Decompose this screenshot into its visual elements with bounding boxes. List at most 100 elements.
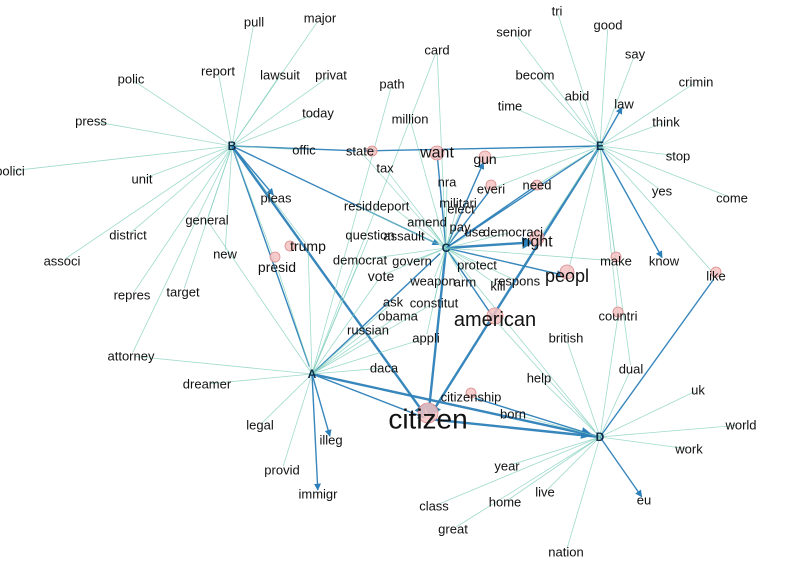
edge-A-provid: [282, 373, 313, 467]
edge-A-presid: [277, 270, 313, 375]
word-label-great: great: [438, 522, 468, 537]
edge-C-militari: [445, 206, 458, 249]
word-label-major: major: [304, 11, 337, 26]
word-label-russian: russian: [347, 323, 389, 338]
word-label-think: think: [652, 115, 680, 130]
edge-C-want: [436, 156, 447, 249]
word-label-pleas: pleas: [260, 191, 292, 206]
edge-D-work: [599, 436, 686, 449]
edge-C-million: [410, 122, 447, 249]
edge-B-presid: [231, 145, 276, 264]
edge-B-target: [183, 145, 233, 289]
word-label-stop: stop: [666, 149, 691, 164]
word-label-like: like: [706, 269, 726, 284]
edge-E-yes: [599, 145, 659, 189]
word-label-say: say: [625, 47, 646, 62]
edge-A-C: [311, 252, 441, 375]
edge-D-nation: [566, 436, 601, 549]
edge-D-live: [547, 436, 601, 490]
edge-C-state: [362, 153, 447, 249]
node-layer: [269, 145, 722, 424]
word-node-peopl: [559, 264, 575, 280]
word-label-work: work: [674, 442, 703, 457]
edge-E-abid: [578, 99, 601, 147]
edge-B-report: [218, 74, 233, 147]
word-label-immigr: immigr: [299, 487, 339, 502]
word-label-pay: pay: [450, 220, 471, 235]
edge-A-immigr: [311, 373, 321, 491]
word-node-citizenship: [465, 387, 477, 399]
word-node-american: [486, 307, 504, 325]
edge-C-american: [445, 247, 494, 318]
edge-B-major: [231, 21, 319, 147]
edge-A-democrat: [311, 263, 359, 375]
edge-B-polici: [13, 145, 233, 171]
edge-D-british: [566, 341, 601, 438]
word-label-repres: repres: [114, 288, 151, 303]
word-label-tri: tri: [552, 4, 563, 19]
edge-E-like: [599, 145, 714, 274]
edge-D-class: [437, 436, 601, 505]
edge-E-becom: [537, 77, 601, 147]
word-node-need: [531, 179, 543, 191]
edge-D-great: [456, 436, 601, 528]
word-label-gun: gun: [473, 151, 496, 167]
word-label-unit: unit: [132, 172, 153, 187]
word-label-democraci: democraci: [483, 225, 543, 240]
word-label-illeg: illeg: [319, 433, 342, 448]
edge-C-kill: [445, 247, 496, 284]
word-label-good: good: [594, 18, 623, 33]
edge-A-constitut: [311, 304, 431, 375]
word-label-know: know: [649, 254, 680, 269]
word-label-nation: nation: [548, 545, 583, 560]
edge-A-russian: [311, 332, 366, 375]
hub-node-d: D: [596, 430, 605, 444]
edge-A-path: [311, 87, 392, 375]
edge-A-illeg: [311, 373, 332, 437]
edge-A-trump: [307, 249, 313, 375]
word-label-privat: privat: [315, 68, 347, 83]
word-label-ask: ask: [383, 295, 404, 310]
word-label-live: live: [535, 485, 555, 500]
edge-D-world: [599, 424, 738, 438]
edge-A-attorney: [134, 355, 313, 375]
edge-C-arm: [445, 247, 464, 279]
edge-C-deport: [393, 208, 447, 249]
edge-E-everi: [494, 145, 601, 188]
word-node-right: [529, 230, 545, 246]
edge-E-good: [599, 28, 609, 147]
word-label-polici: polici: [0, 164, 25, 179]
edge-A-vote: [311, 279, 380, 375]
word-node-trump: [284, 240, 296, 252]
word-label-british: british: [549, 331, 584, 346]
word-label-citizen: citizen: [388, 404, 467, 435]
word-label-deport: deport: [373, 199, 410, 214]
edge-E-crimin: [599, 83, 693, 147]
edge-C-citizen: [423, 247, 448, 417]
word-label-militari: militari: [439, 196, 477, 211]
edge-D-american: [497, 322, 601, 438]
word-label-associ: associ: [44, 254, 81, 269]
edge-B-associ: [65, 145, 233, 260]
word-node-state: [366, 145, 378, 157]
word-label-million: million: [392, 112, 429, 127]
edge-B-privat: [231, 77, 328, 147]
edge-D-citizen: [431, 418, 601, 439]
edge-D-dual: [599, 372, 630, 438]
word-label-make: make: [600, 254, 632, 269]
edge-E-come: [599, 145, 729, 197]
word-label-crimin: crimin: [679, 75, 714, 90]
word-label-class: class: [419, 499, 449, 514]
word-label-amend: amend: [407, 215, 447, 230]
edge-B-press: [94, 121, 233, 147]
edge-C-peopl: [445, 247, 564, 278]
word-label-arm: arm: [454, 275, 476, 290]
edge-A-citizen: [311, 373, 425, 419]
edge-B-repres: [133, 145, 233, 292]
word-label-time: time: [498, 99, 523, 114]
word-label-dual: dual: [619, 362, 644, 377]
word-label-provid: provid: [264, 463, 299, 478]
word-label-citizenship: citizenship: [441, 390, 502, 405]
